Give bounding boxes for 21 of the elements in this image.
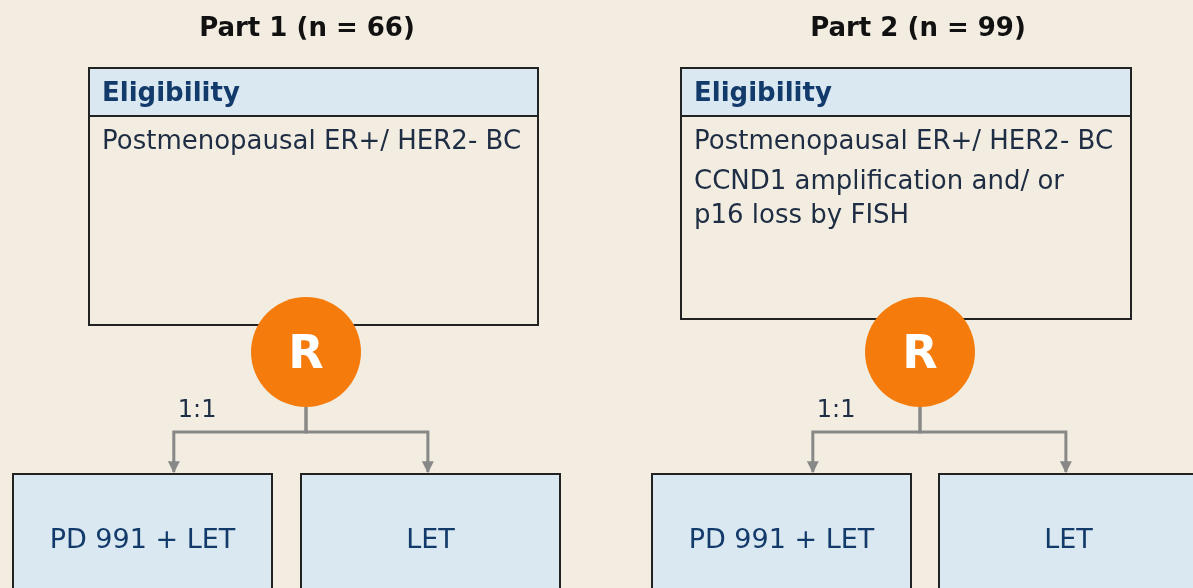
arrow [304, 407, 434, 474]
treatment-arm-box [12, 473, 273, 588]
part-heading: Part 1 (n = 66) [199, 12, 415, 42]
arm-label: LET [406, 522, 455, 554]
treatment-arm-box [938, 473, 1193, 588]
treatment-arm-box [651, 473, 912, 588]
circle-letter: R [902, 325, 938, 379]
box-heading: Eligibility [90, 69, 537, 117]
box-heading: Eligibility [682, 69, 1130, 117]
eligibility-box [680, 67, 1132, 320]
eligibility-criterion: CCND1 amplification and/ or p16 loss by FISH [693, 164, 1065, 231]
part-heading: Part 2 (n = 99) [810, 12, 1026, 42]
arm-label: PD 991 + LET [688, 522, 875, 554]
treatment-arm-box [300, 473, 561, 588]
eligibility-box [88, 67, 539, 326]
eligibility-criterion: Postmenopausal ER+/ HER2- BC [693, 124, 1115, 157]
circle-letter: R [288, 325, 324, 379]
arm-label: LET [1044, 522, 1093, 554]
eligibility-criterion: Postmenopausal ER+/ HER2- BC [101, 124, 523, 157]
arrow [918, 407, 1072, 474]
arm-label: PD 991 + LET [49, 522, 236, 554]
